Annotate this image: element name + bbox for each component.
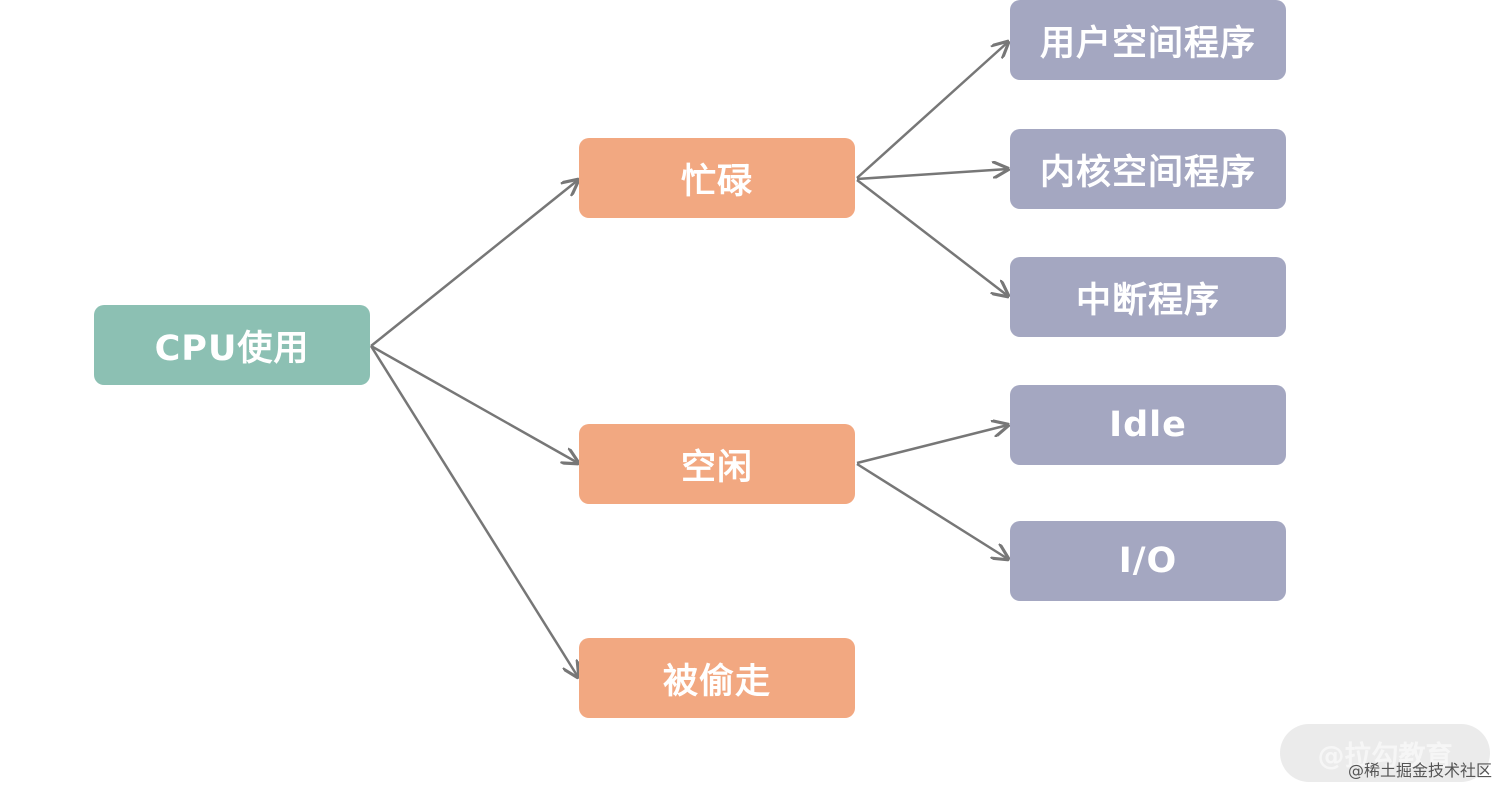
node-idle: 空闲 bbox=[579, 424, 855, 504]
watermark-badge-text: @拉勾教育 bbox=[1317, 740, 1453, 772]
node-idle-leaf: Idle bbox=[1010, 385, 1286, 465]
arrow-idle-to-io-leaf bbox=[856, 462, 1008, 559]
arrow-busy-to-user-space bbox=[856, 42, 1008, 179]
node-busy: 忙碌 bbox=[579, 138, 855, 218]
arrow-root-to-stolen bbox=[369, 345, 578, 677]
arrow-busy-to-interrupt bbox=[856, 179, 1008, 296]
watermark-badge: @拉勾教育 bbox=[1280, 724, 1490, 782]
node-label: 中断程序 bbox=[1075, 280, 1220, 321]
node-label: 空闲 bbox=[680, 447, 753, 488]
node-interrupt-program: 中断程序 bbox=[1010, 257, 1286, 337]
node-label: 内核空间程序 bbox=[1039, 152, 1256, 193]
node-stolen: 被偷走 bbox=[579, 638, 855, 718]
node-label: CPU使用 bbox=[154, 328, 310, 369]
node-label: 用户空间程序 bbox=[1039, 23, 1256, 64]
node-label: I/O bbox=[1118, 541, 1178, 581]
node-io-leaf: I/O bbox=[1010, 521, 1286, 601]
node-cpu-usage: CPU使用 bbox=[94, 305, 370, 385]
node-label: 被偷走 bbox=[662, 661, 771, 702]
arrow-busy-to-kernel-space bbox=[856, 169, 1008, 181]
watermark-text: @稀土掘金技术社区 bbox=[1347, 761, 1492, 780]
arrow-idle-to-idle-leaf bbox=[856, 425, 1008, 465]
node-user-space-program: 用户空间程序 bbox=[1010, 0, 1286, 80]
node-kernel-space-program: 内核空间程序 bbox=[1010, 129, 1286, 209]
node-label: 忙碌 bbox=[680, 161, 753, 202]
node-label: Idle bbox=[1109, 405, 1187, 445]
arrow-root-to-idle bbox=[370, 344, 578, 463]
arrow-root-to-busy bbox=[370, 180, 578, 347]
